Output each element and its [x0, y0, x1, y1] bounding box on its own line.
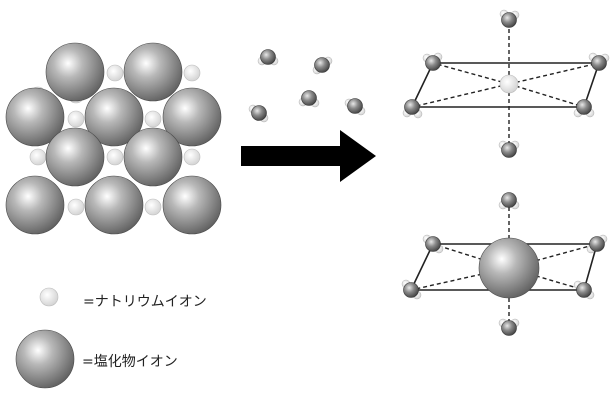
- sodium-ion: [144, 198, 162, 216]
- water-oxygen: [347, 98, 363, 114]
- hydrated-sodium-ion: [499, 74, 519, 94]
- water-oxygen: [251, 105, 267, 121]
- water-lower-right-front: [573, 280, 595, 300]
- chloride-ion: [84, 87, 144, 147]
- water-upper-top: [499, 9, 520, 28]
- upper-coordination-bond: [508, 62, 600, 85]
- water-molecule: [344, 98, 366, 116]
- chloride-ion: [123, 42, 183, 102]
- water-oxygen: [501, 142, 517, 158]
- chloride-ion: [45, 127, 105, 187]
- water-molecule: [257, 49, 279, 66]
- water-lower-left-back: [422, 234, 444, 254]
- chloride-ion: [5, 175, 65, 235]
- water-oxygen: [425, 236, 441, 252]
- water-oxygen: [501, 320, 517, 336]
- chloride-ion: [5, 87, 65, 147]
- water-oxygen: [301, 90, 317, 106]
- nacl-crystal-lattice: [5, 42, 222, 235]
- sodium-ion: [183, 64, 201, 82]
- chloride-ion: [162, 175, 222, 235]
- water-oxygen: [576, 99, 592, 115]
- legend-chloride-icon: [15, 329, 75, 389]
- water-upper-right-back: [588, 52, 610, 71]
- hydrated-chloride-ion: [478, 237, 540, 299]
- upper-coordination-bond: [432, 62, 510, 85]
- water-molecule: [298, 90, 320, 108]
- water-upper-right-front: [573, 99, 595, 118]
- water-molecule: [248, 104, 269, 123]
- right-arrow: [241, 130, 376, 182]
- water-lower-bottom: [498, 318, 520, 336]
- water-oxygen: [425, 55, 441, 71]
- lower-coordination-bond: [432, 243, 510, 269]
- sodium-ion: [144, 110, 162, 128]
- water-oxygen: [591, 55, 607, 71]
- legend-chloride-label: =塩化物イオン: [82, 354, 178, 370]
- water-oxygen: [260, 49, 276, 65]
- sodium-ion: [106, 64, 124, 82]
- water-oxygen: [314, 57, 330, 73]
- water-oxygen: [404, 99, 420, 115]
- sodium-ion: [29, 148, 47, 166]
- dissolution-arrow: [241, 130, 376, 182]
- water-oxygen: [589, 236, 605, 252]
- upper-coordination-bond: [411, 83, 510, 108]
- sodium-ion: [67, 110, 85, 128]
- water-oxygen: [501, 12, 517, 28]
- legend-sodium-label: =ナトリウムイオン: [83, 294, 207, 310]
- water-lower-top: [498, 192, 520, 210]
- lower-coordination-bond: [508, 267, 585, 291]
- hydrated-ions: [401, 9, 610, 336]
- water-lower-left-front: [401, 279, 422, 300]
- upper-coordination-bond: [508, 83, 585, 108]
- water-upper-bottom: [498, 140, 520, 158]
- chloride-ion: [45, 42, 105, 102]
- legend-icons: [15, 287, 75, 389]
- chloride-ion: [123, 127, 183, 187]
- legend-sodium-icon: [39, 287, 59, 307]
- sodium-ion: [106, 148, 124, 166]
- chloride-ion: [162, 87, 222, 147]
- water-oxygen: [403, 282, 419, 298]
- sodium-ion: [183, 148, 201, 166]
- water-oxygen: [501, 192, 517, 208]
- water-molecule: [312, 56, 333, 75]
- water-upper-left-back: [422, 52, 443, 71]
- sodium-ion: [67, 198, 85, 216]
- water-upper-left-front: [402, 99, 423, 119]
- chloride-ion: [84, 175, 144, 235]
- free-water-molecules: [248, 49, 366, 123]
- water-lower-right-back: [586, 234, 608, 254]
- water-oxygen: [576, 282, 592, 298]
